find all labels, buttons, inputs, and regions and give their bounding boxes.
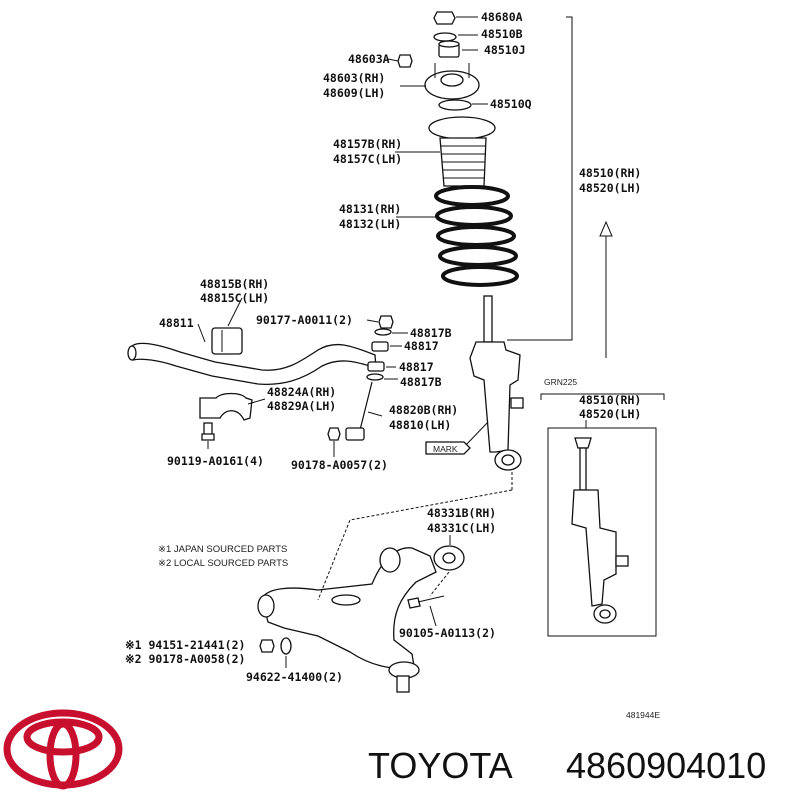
boot-48157 — [428, 116, 496, 187]
note-local-sourced: ※2 LOCAL SOURCED PARTS — [158, 558, 288, 569]
label-48815b-rh: 48815B(RH) — [200, 277, 269, 291]
label-grn225: GRN225 — [544, 377, 577, 387]
label-48817b-bottom: 48817B — [400, 375, 442, 389]
brand-name: TOYOTA — [368, 745, 513, 786]
label-48510j: 48510J — [484, 43, 526, 57]
label-94151: ※1 94151-21441(2) — [125, 638, 245, 652]
label-48131-rh: 48131(RH) — [339, 202, 401, 216]
nut-94151 — [259, 639, 275, 653]
label-48157c-lh: 48157C(LH) — [333, 152, 402, 166]
label-48609-lh: 48609(LH) — [323, 86, 385, 100]
bushing-48510j — [438, 40, 460, 58]
toyota-logo-icon — [3, 709, 123, 790]
bolt-90105 — [407, 595, 445, 609]
label-48510-rh: 48510(RH) — [579, 166, 641, 180]
lower-arm — [257, 547, 437, 669]
link-48820b — [345, 381, 373, 441]
label-48510q: 48510Q — [490, 97, 532, 111]
label-48680a: 48680A — [481, 10, 523, 24]
label-48810-lh: 48810(LH) — [389, 418, 451, 432]
bearing-48510q — [438, 99, 472, 111]
nut-90178-a0057 — [327, 427, 341, 441]
nut-48680a — [433, 11, 456, 25]
bushing-48817b-bottom — [366, 373, 384, 381]
note-japan-sourced: ※1 JAPAN SOURCED PARTS — [158, 544, 287, 555]
label-48811: 48811 — [159, 316, 194, 330]
label-48331c-lh: 48331C(LH) — [427, 521, 496, 535]
label-48132-lh: 48132(LH) — [339, 217, 401, 231]
label-mark: MARK — [433, 444, 458, 454]
shock-absorber-48510 — [469, 295, 524, 471]
label-48510-rh-inset: 48510(RH) — [579, 393, 641, 407]
up-arrow-icon — [599, 220, 613, 358]
inset-shock-absorber — [571, 437, 629, 624]
label-90119: 90119-A0161(4) — [167, 454, 264, 468]
label-90105: 90105-A0113(2) — [399, 626, 496, 640]
part-number: 4860904010 — [566, 745, 766, 786]
dashed-connectors — [317, 472, 513, 601]
nut-48603a — [397, 54, 413, 68]
bracket-48824a — [199, 392, 253, 421]
label-48510b: 48510B — [481, 27, 523, 41]
label-48331b-rh: 48331B(RH) — [427, 506, 496, 520]
label-94622: 94622-41400(2) — [246, 670, 343, 684]
washer-48510b — [433, 32, 457, 42]
label-48603-rh: 48603(RH) — [323, 71, 385, 85]
inset-box — [540, 393, 665, 637]
label-48520-lh-inset: 48520(LH) — [579, 407, 641, 421]
bushing-48817-bottom — [367, 361, 385, 372]
bushing-48331b — [433, 545, 465, 571]
ball-joint — [388, 661, 420, 693]
mark-tag — [425, 441, 471, 455]
support-48603 — [424, 63, 480, 100]
coil-spring-48131 — [434, 185, 519, 287]
bushing-48817-top — [371, 341, 389, 352]
label-48603a: 48603A — [348, 52, 390, 66]
bolt-90119 — [201, 422, 215, 441]
label-48820b-rh: 48820B(RH) — [389, 403, 458, 417]
label-48817-bottom: 48817 — [399, 360, 434, 374]
label-48817-top: 48817 — [404, 339, 439, 353]
label-48824a-rh: 48824A(RH) — [267, 385, 336, 399]
diagram-ref-code: 481944E — [626, 710, 660, 720]
stabilizer-bar-48811 — [127, 342, 377, 386]
label-48815c-lh: 48815C(LH) — [200, 291, 269, 305]
label-90178-a0057: 90178-A0057(2) — [291, 458, 388, 472]
nut-90177 — [378, 315, 394, 329]
label-90178-a0058: ※2 90178-A0058(2) — [125, 652, 245, 666]
label-48817b-top: 48817B — [410, 326, 452, 340]
label-90177: 90177-A0011(2) — [256, 313, 353, 327]
label-48157b-rh: 48157B(RH) — [333, 137, 402, 151]
bushing-48817b-top — [374, 328, 392, 336]
washer-94622 — [280, 637, 292, 655]
bushing-48815b — [211, 327, 243, 355]
label-48829a-lh: 48829A(LH) — [267, 399, 336, 413]
label-48520-lh: 48520(LH) — [579, 181, 641, 195]
leader-lines — [197, 16, 573, 668]
